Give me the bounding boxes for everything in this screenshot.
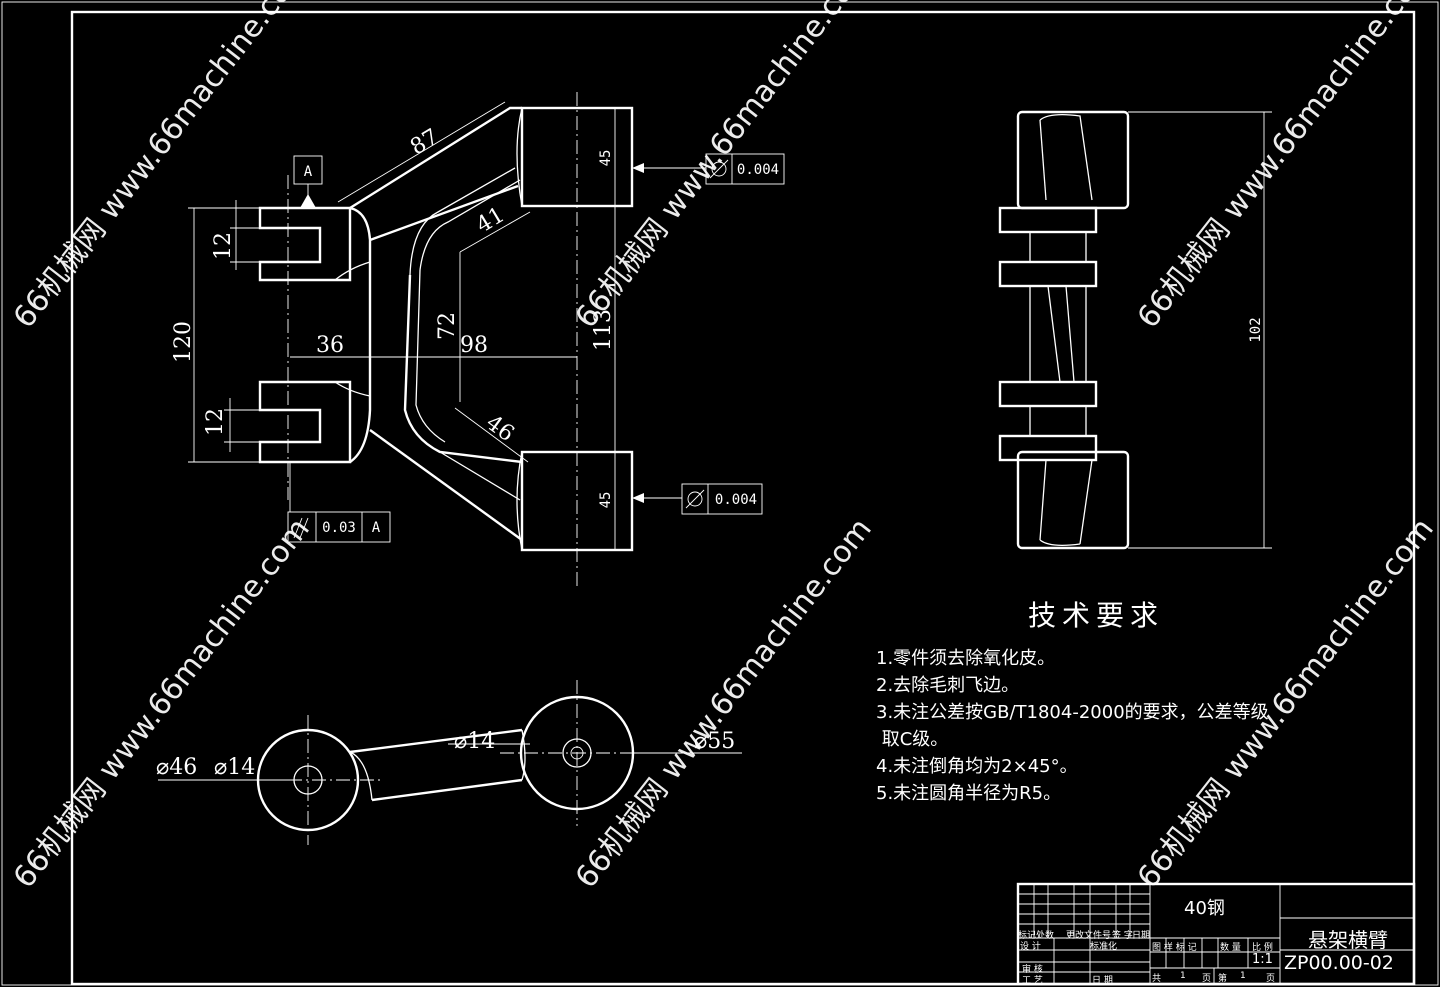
dim-87: 87 [406,125,443,161]
title-block-lines [1016,882,1416,986]
label-page-word2: 页 [1266,974,1276,984]
tech-item: 3.未注公差按GB/T1804-2000的要求，公差等级 [876,702,1269,723]
label-process: 工 艺 [1022,976,1043,986]
label-page-no: 第 [1218,974,1228,984]
label-ratio: 比 例 [1252,943,1273,953]
datum-label: A [304,164,313,180]
watermark-4: 66机械网 www.66machine.com [7,512,317,895]
part-name: 悬架横臂 [1308,928,1388,952]
side-view: 102 [998,110,1272,550]
label-change-doc: 更改文件号 [1066,931,1112,941]
front-view-dimensions: 120 12 12 36 98 72 113 45 45 87 41 [171,101,785,550]
dim-phi14-arm: ⌀14 [454,729,495,754]
watermark-5: 66机械网 www.66machine.com [569,512,879,895]
label-date: 日期 [1132,931,1151,941]
drawing-border [70,10,1416,986]
dim-72: 72 [435,312,460,340]
tech-item: 2.去除毛刺飞边。 [876,675,1020,696]
label-page-n: 1 [1240,971,1246,981]
dim-phi46: ⌀46 [156,755,197,780]
dim-12-lower: 12 [203,408,228,436]
top-view: ⌀46 ⌀14 ⌀14 ⌀55 [156,680,742,845]
label-qty: 数 量 [1220,943,1241,953]
title-block: 40钢 悬架横臂 ZP00.00-02 1:1 标记处数 更改文件号 签 字 日… [1018,884,1414,986]
tech-item: 5.未注圆角半径为R5。 [876,783,1062,804]
label-page-word: 页 [1202,974,1212,984]
dim-36: 36 [316,333,344,358]
label-mark: 标记处数 [1018,931,1055,941]
tol-top-value: 0.004 [737,162,779,178]
dim-41: 41 [472,203,509,239]
tech-requirements-title: 技术要求 [1028,599,1165,632]
dim-45-bottom: 45 [598,492,614,509]
tech-item: 取C级。 [876,729,949,750]
tech-item: 1.零件须去除氧化皮。 [876,648,1056,669]
dim-phi55: ⌀55 [694,729,735,754]
label-sign: 签 字 [1112,931,1133,941]
dim-phi14-left: ⌀14 [214,755,255,780]
label-design: 设 计 [1020,942,1041,952]
tol-parallel-datum: A [372,520,381,536]
tol-bottom-value: 0.004 [715,492,757,508]
label-total: 共 [1152,974,1162,984]
tech-item: 4.未注倒角均为2×45°。 [876,756,1078,777]
dim-120: 120 [171,321,196,363]
dim-45-top: 45 [598,150,614,167]
label-review: 审 核 [1022,965,1043,975]
watermark-1: 66机械网 www.66machine.com [7,0,317,335]
dim-98: 98 [460,333,488,358]
tol-parallel-value: 0.03 [322,520,356,536]
label-date2: 日 期 [1092,976,1113,986]
dim-46: 46 [481,410,518,447]
dim-102: 102 [1248,317,1264,342]
dim-12-upper: 12 [211,232,236,260]
label-stage: 图 样 标 记 [1152,943,1197,953]
label-standard: 标准化 [1090,942,1118,952]
tech-requirements-list: 1.零件须去除氧化皮。 2.去除毛刺飞边。 3.未注公差按GB/T1804-20… [876,645,1269,807]
scale: 1:1 [1252,952,1273,967]
drawing-number: ZP00.00-02 [1284,952,1394,974]
watermark-3: 66机械网 www.66machine.com [1131,0,1440,335]
label-total-n: 1 [1180,971,1186,981]
material: 40钢 [1184,898,1225,919]
dim-113: 113 [591,309,616,351]
